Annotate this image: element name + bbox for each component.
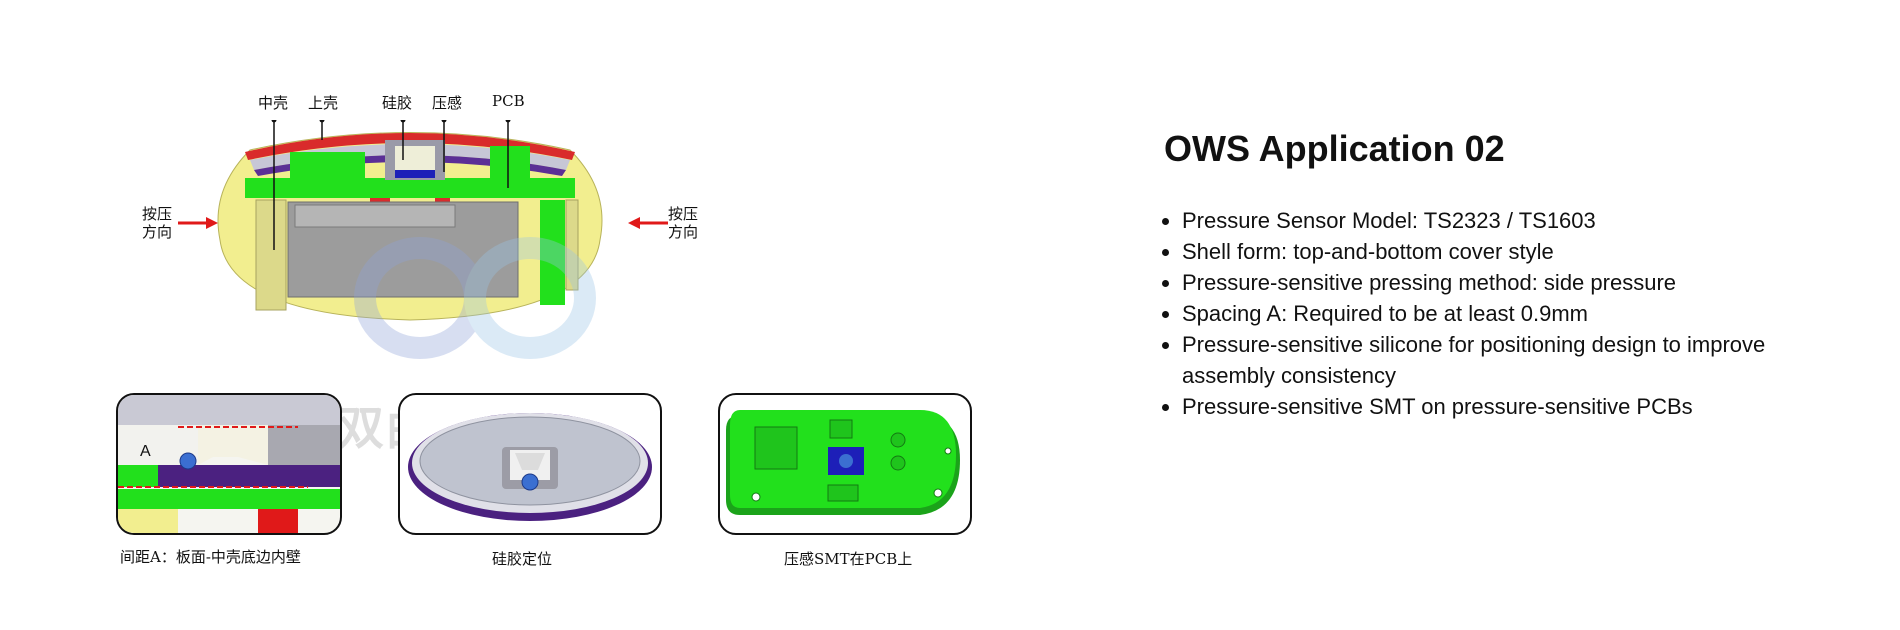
label-pcb: PCB	[492, 92, 525, 110]
cross-section-drawing	[217, 117, 603, 321]
spec-item-smt: Pressure-sensitive SMT on pressure-sensi…	[1182, 391, 1802, 422]
label-press-direction-left: 按压 方向	[142, 205, 173, 241]
cross-section-diagram	[210, 117, 610, 330]
spec-item-silicone-positioning: Pressure-sensitive silicone for position…	[1182, 329, 1802, 391]
caption-pcb: 压感SMT在PCB上	[784, 550, 913, 568]
spacing-marker-a: A	[140, 443, 151, 460]
label-middle-shell: 中壳	[258, 94, 289, 112]
label-pressure-sense: 压感	[432, 94, 463, 112]
spec-item-shell-form: Shell form: top-and-bottom cover style	[1182, 236, 1802, 267]
silicone-drawing	[408, 413, 652, 521]
page-title: OWS Application 02	[1164, 128, 1505, 169]
watermark-logo	[354, 237, 596, 359]
detail-panel-pcb	[718, 393, 972, 535]
spacing-drawing	[118, 395, 340, 533]
caption-silicone: 硅胶定位	[492, 550, 553, 568]
spec-item-pressing-method: Pressure-sensitive pressing method: side…	[1182, 267, 1802, 298]
label-press-direction-right: 按压 方向	[668, 205, 699, 241]
caption-spacing: 间距A：板面-中壳底边内壁	[120, 548, 301, 566]
spec-item-spacing: Spacing A: Required to be at least 0.9mm	[1182, 298, 1802, 329]
spec-item-sensor-model: Pressure Sensor Model: TS2323 / TS1603	[1182, 205, 1802, 236]
label-silicone: 硅胶	[382, 94, 413, 112]
pcb-drawing	[726, 410, 960, 515]
spec-list: Pressure Sensor Model: TS2323 / TS1603 S…	[1162, 205, 1802, 422]
press-arrow-left-icon	[628, 217, 668, 229]
detail-panel-spacing: A	[116, 393, 342, 535]
detail-panel-silicone	[398, 393, 662, 535]
press-arrow-right-icon	[178, 217, 218, 229]
label-upper-shell: 上壳	[308, 94, 339, 112]
